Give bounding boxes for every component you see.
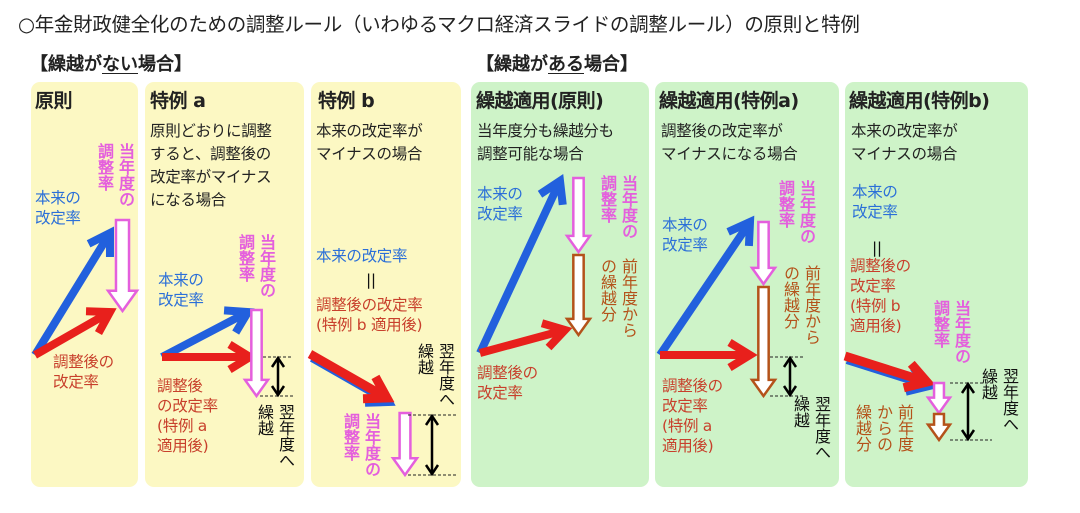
carry-next-year-label: 翌年度へ 繰越	[255, 404, 295, 468]
carry-over-double-arrow	[960, 381, 976, 442]
section-prefix: 【繰越が	[476, 54, 548, 75]
carry-over-double-arrow	[270, 355, 286, 398]
adjusted-rate-label: 調整後の 改定率	[53, 353, 114, 391]
carry-over-double-arrow	[782, 355, 798, 398]
panel-heading: 繰越適用(原則)	[476, 90, 604, 112]
section-suffix: 場合】	[584, 54, 638, 75]
original-rate-label: 本来の改定率	[316, 247, 408, 265]
current-adjust-label: 当年度の 調整率	[95, 143, 135, 207]
panel-heading: 特例 b	[318, 90, 375, 112]
current-adjust-arrow	[390, 411, 420, 478]
panel-exception-b	[311, 82, 461, 487]
adjusted-rate-arrow	[478, 319, 573, 357]
original-rate-label: 本来の 改定率	[662, 216, 708, 254]
section-no-carry: 【繰越がない場合】	[30, 50, 192, 76]
carry-next-year-label: 翌年度へ 繰越	[791, 396, 831, 460]
current-adjust-arrow	[242, 308, 271, 399]
adjusted-rate-label: 調整後の 改定率	[477, 364, 538, 402]
current-adjust-arrow	[564, 176, 593, 255]
current-adjust-arrow	[749, 220, 778, 287]
original-rate-label: 本来の 改定率	[35, 189, 81, 227]
panel-description: 調整後の改定率が マイナスになる場合	[661, 122, 798, 163]
current-adjust-arrow	[925, 381, 953, 416]
section-emphasis: ある	[548, 54, 584, 75]
current-adjust-label: 当年度の 調整率	[341, 413, 381, 477]
carry-prev-arrow	[749, 285, 778, 399]
carry-prev-arrow	[564, 253, 593, 338]
adjusted-rate-label: 調整後の 改定率 (特例 a 適用後)	[662, 377, 723, 455]
panel-exception-a	[145, 82, 304, 487]
carry-prev-label: 前年度から の繰越分	[598, 258, 638, 338]
panel-carry-principle	[471, 82, 649, 487]
original-rate-label: 本来の 改定率	[477, 185, 523, 223]
adjusted-rate-label: 調整後の 改定率 (特例 b 適用後)	[850, 257, 911, 335]
carry-next-year-label: 翌年度へ 繰越	[979, 368, 1019, 432]
adjusted-rate-arrow	[162, 341, 258, 373]
panel-heading: 特例 a	[150, 90, 206, 112]
original-rate-arrow	[656, 215, 755, 358]
carry-next-year-label: 翌年度へ 繰越	[415, 343, 455, 407]
adjusted-rate-arrow	[33, 307, 117, 359]
carry-prev-arrow	[925, 412, 953, 443]
panel-heading: 繰越適用(特例b)	[849, 90, 990, 112]
original-rate-arrow	[31, 226, 115, 358]
panel-description: 本来の改定率が マイナスの場合	[851, 122, 958, 163]
panel-carry-exception-a	[655, 82, 839, 487]
equals-sign: ||	[872, 239, 882, 257]
panel-description: 原則どおりに調整 すると、調整後の 改定率がマイナス になる場合	[150, 122, 272, 209]
original-rate-label: 本来の 改定率	[852, 183, 898, 221]
adjusted-rate-arrow	[307, 350, 395, 404]
panel-heading: 繰越適用(特例a)	[659, 90, 799, 112]
current-adjust-label: 当年度の 調整率	[598, 175, 638, 239]
original-rate-arrow	[476, 174, 567, 355]
panel-description: 当年度分も繰越分も 調整可能な場合	[477, 122, 614, 163]
section-prefix: 【繰越が	[30, 54, 102, 75]
original-rate-label: 本来の 改定率	[158, 271, 204, 309]
carry-prev-label: 前年度 からの 繰越分	[853, 404, 914, 452]
section-with-carry: 【繰越がある場合】	[476, 50, 638, 76]
panel-heading: 原則	[35, 90, 73, 112]
adjusted-rate-label: 調整後の改定率 (特例 b 適用後)	[316, 296, 423, 334]
diagram-title: ○年金財政健全化のための調整ルール（いわゆるマクロ経済スライドの調整ルール）の原…	[18, 13, 860, 36]
panel-description: 本来の改定率が マイナスの場合	[316, 122, 423, 163]
section-emphasis: ない	[102, 54, 138, 75]
adjusted-rate-arrow	[660, 339, 758, 371]
adjusted-rate-arrow	[843, 351, 936, 393]
adjusted-rate-label: 調整後 の改定率 (特例 a 適用後)	[157, 377, 218, 455]
carry-prev-label: 前年度から の繰越分	[781, 265, 821, 345]
carry-over-double-arrow	[424, 413, 440, 477]
current-adjust-arrow	[105, 218, 140, 314]
current-adjust-label: 当年度の 調整率	[776, 180, 816, 244]
original-rate-arrow	[160, 306, 255, 361]
current-adjust-label: 当年度の 調整率	[931, 300, 971, 364]
section-suffix: 場合】	[138, 54, 192, 75]
current-adjust-label: 当年度の 調整率	[236, 234, 276, 298]
equals-sign: ||	[366, 271, 376, 289]
